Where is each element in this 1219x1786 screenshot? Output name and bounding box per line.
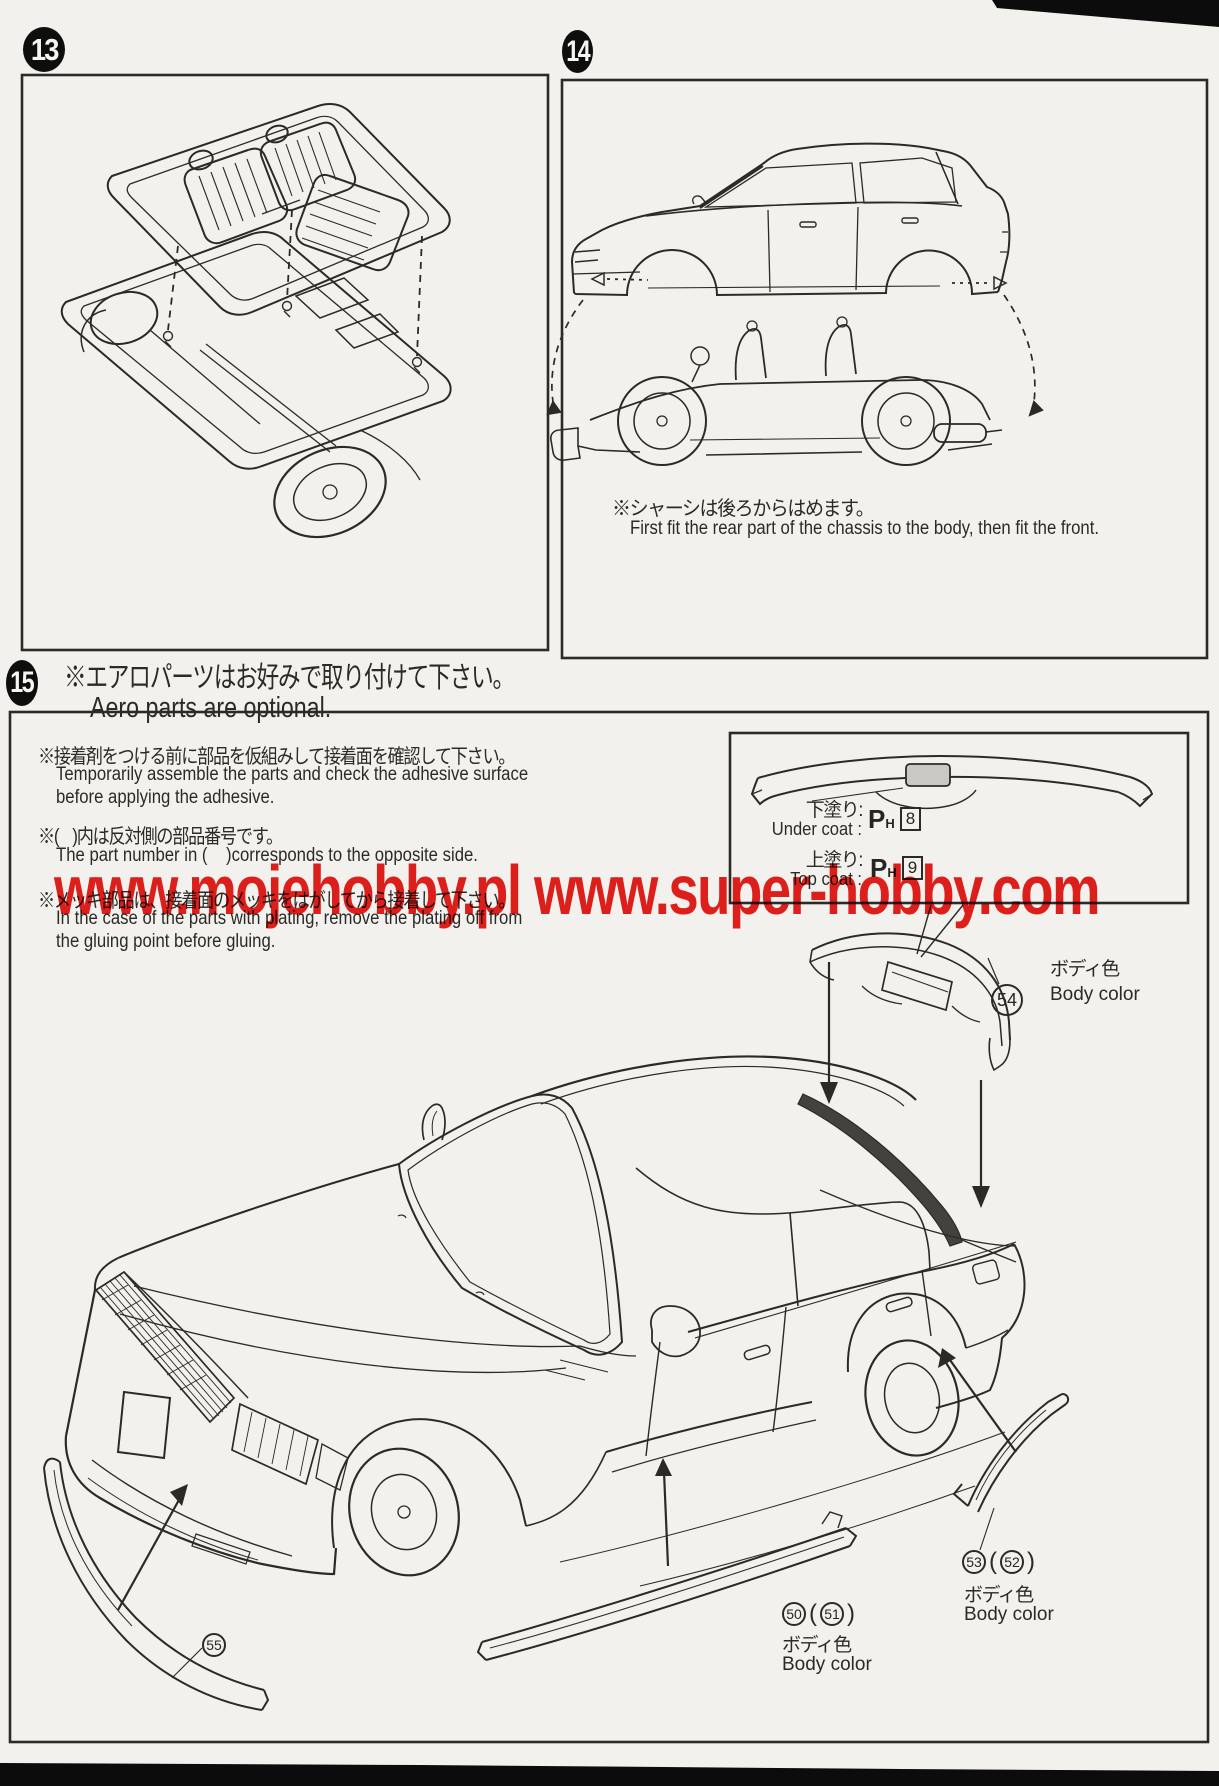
- part-number-55: 55: [202, 1633, 226, 1657]
- rear-skirt-color-jp: ボディ色: [964, 1585, 1034, 1606]
- rear-skirt-color-en: Body color: [964, 1604, 1054, 1625]
- note3-en-line1: In the case of the parts with plating, r…: [56, 908, 523, 929]
- step14-side-view-drawing: [546, 142, 1044, 466]
- topcoat-label-jp: 上塗り:: [805, 850, 864, 871]
- side-skirt-color-en: Body color: [782, 1654, 872, 1675]
- step15-box: [8, 710, 1210, 1744]
- step14-note-en: First fit the rear part of the chassis t…: [630, 518, 1100, 539]
- step-13-badge: 13: [23, 27, 65, 72]
- note1-en-line2: before applying the adhesive.: [56, 787, 275, 808]
- step13-box: [20, 73, 550, 652]
- side-skirt-part-drawing: [476, 1458, 858, 1661]
- note2-jp: ※( )内は反対側の部品番号です。: [38, 826, 283, 848]
- part-number-54: 54: [991, 984, 1023, 1016]
- step14-box: [560, 78, 1209, 660]
- note1-jp: ※接着剤をつける前に部品を仮組みして接着面を確認して下さい。: [38, 746, 516, 768]
- watermark: www.mojehobby.pl www.super-hobby.com: [54, 851, 1101, 929]
- step-14-badge: 14: [562, 30, 593, 73]
- undercoat-label-jp: 下塗り:: [805, 800, 864, 821]
- undercoat-label-en: Under coat :: [771, 819, 862, 839]
- step15-note-en: Aero parts are optional.: [90, 692, 332, 724]
- main-car-drawing: [64, 904, 1026, 1587]
- step13-exploded-drawing: [60, 103, 452, 539]
- step15-note-jp: ※エアロパーツはお好みで取り付けて下さい。: [64, 662, 515, 694]
- topcoat-label-en: Top coat :: [790, 869, 862, 889]
- note1-en-line1: Temporarily assemble the parts and check…: [56, 764, 529, 785]
- side-skirt-part-numbers: 50 ( 51 ): [782, 1600, 856, 1628]
- spoiler-paint-box: [728, 731, 1190, 905]
- rear-skirt-part-drawing: [938, 1348, 1070, 1551]
- note2-en-line1: The part number in ( )corresponds to the…: [56, 845, 478, 866]
- spoiler-color-en: Body color: [1050, 984, 1140, 1005]
- spoiler-color-jp: ボディ色: [1050, 959, 1120, 980]
- side-skirt-color-jp: ボディ色: [782, 1635, 852, 1656]
- step-15-badge: 15: [6, 660, 38, 706]
- step14-note-jp: ※シャーシは後ろからはめます。: [612, 498, 875, 520]
- front-lip-part-drawing: [43, 1457, 270, 1711]
- spoiler-top-view-drawing: [750, 754, 1154, 810]
- note3-jp: ※メッキ部品は、接着面のメッキをはがしてから接着して下さい。: [38, 890, 516, 912]
- note3-en-line2: the gluing point before gluing.: [56, 931, 276, 952]
- spoiler-label-leader: [987, 957, 1000, 985]
- rear-skirt-part-numbers: 53 ( 52 ): [962, 1548, 1036, 1576]
